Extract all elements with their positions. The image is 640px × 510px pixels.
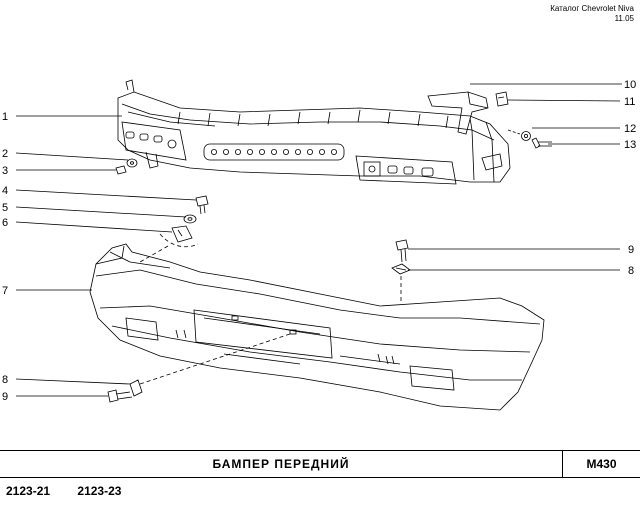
mounting-bracket	[427, 91, 489, 135]
callout-4: 4	[2, 185, 8, 197]
washer-left	[126, 158, 138, 168]
callout-5: 5	[2, 202, 8, 214]
callout-9-right: 9	[628, 244, 634, 256]
nut-left	[115, 165, 127, 175]
callout-8-right: 8	[628, 265, 634, 277]
catalog-date: 11.05	[614, 14, 634, 23]
callout-7: 7	[2, 285, 8, 297]
bracket-clip	[495, 91, 509, 107]
washer-right	[521, 131, 531, 141]
catalog-title: Каталог Chevrolet Niva	[550, 4, 634, 13]
callout-12: 12	[624, 123, 636, 135]
bolt-9-left	[107, 389, 133, 403]
bolt-9-right	[395, 239, 409, 263]
callout-8-left: 8	[2, 374, 8, 386]
model-code: 2123-23	[77, 484, 122, 498]
parts-diagram: 1 2 3 4 5 6 7 8 9 10 11 12 13 9 8	[2, 79, 636, 411]
callout-10: 10	[624, 79, 636, 91]
model-code: 2123-21	[6, 484, 51, 498]
callout-1: 1	[2, 111, 8, 123]
title-block: БАМПЕР ПЕРЕДНИЙ M430	[0, 450, 640, 478]
bumper-cover	[89, 243, 545, 411]
clip-8-left	[129, 379, 143, 397]
callout-9-left: 9	[2, 391, 8, 403]
callout-3: 3	[2, 165, 8, 177]
callout-6: 6	[2, 217, 8, 229]
clip-nut-6	[171, 225, 193, 243]
callout-2: 2	[2, 148, 8, 160]
bumper-beam	[117, 79, 511, 185]
washer-5	[183, 214, 197, 224]
model-list: 2123-21 2123-23	[6, 484, 145, 498]
title-divider	[562, 451, 563, 477]
bolt-4	[195, 195, 209, 215]
section-code: M430	[586, 457, 617, 471]
clip-8-right	[391, 263, 411, 275]
callout-13: 13	[624, 139, 636, 151]
section-title: БАМПЕР ПЕРЕДНИЙ	[212, 457, 350, 471]
callout-11: 11	[624, 96, 635, 108]
bolt-right	[531, 137, 552, 149]
